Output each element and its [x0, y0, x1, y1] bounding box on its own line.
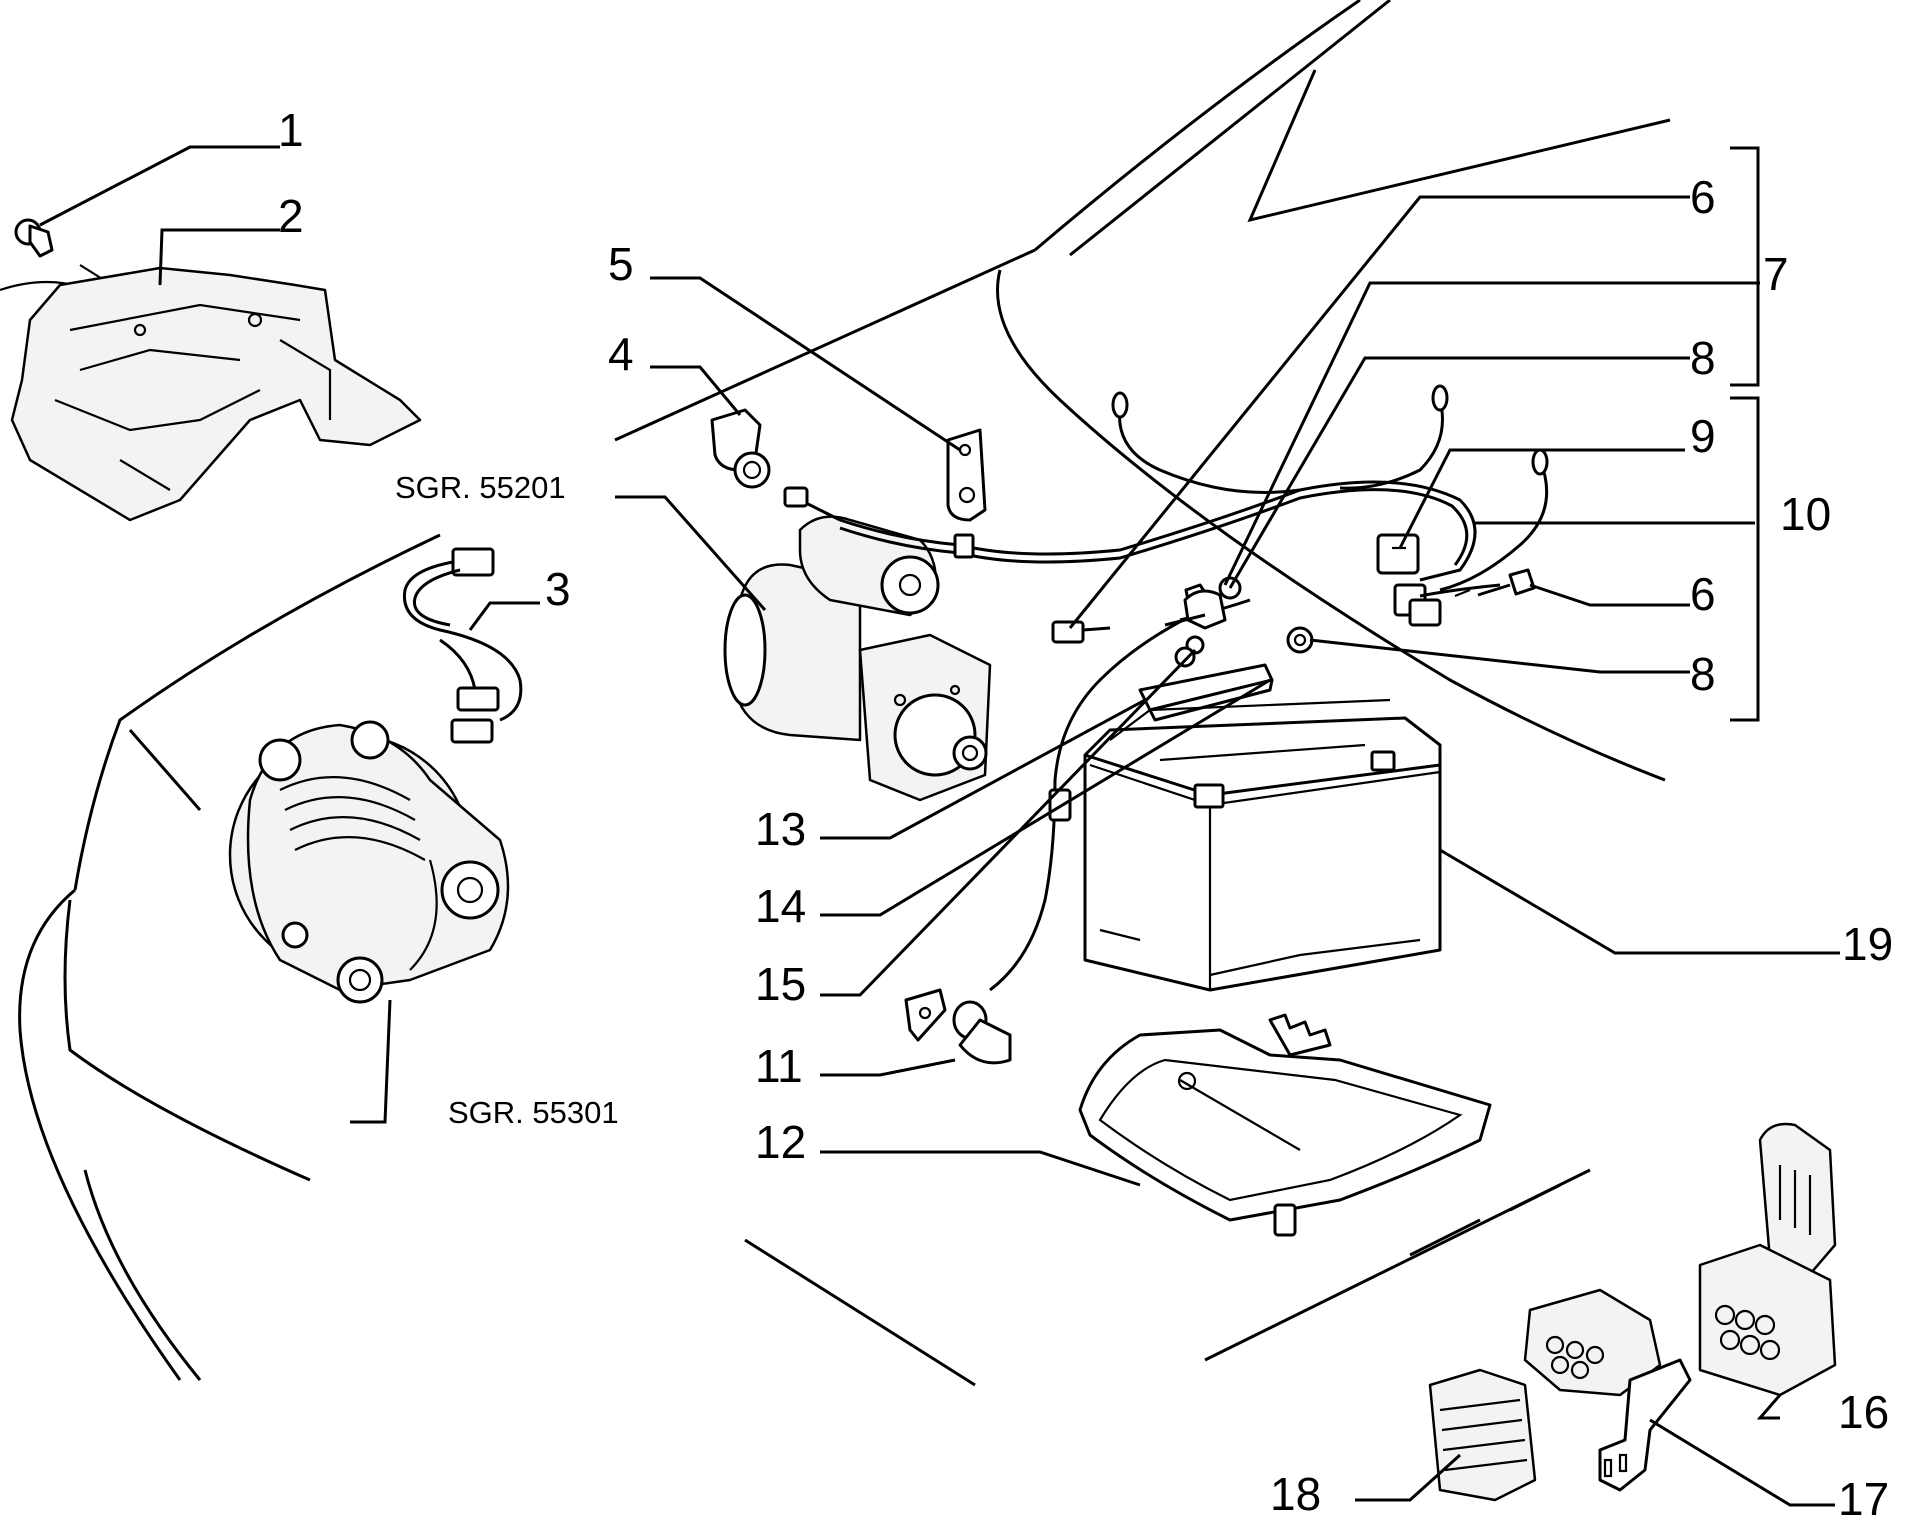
strap-part-5: [946, 428, 987, 522]
terminal-cap-part-11: [952, 1000, 1012, 1065]
starter-motor: [723, 486, 992, 802]
callout-5: 5: [608, 238, 634, 290]
callout-17: 17: [1838, 1473, 1889, 1520]
callout-14: 14: [755, 880, 806, 932]
battery: [1083, 698, 1442, 992]
nut-part-8: [1286, 626, 1314, 654]
callout-6-upper: 6: [1690, 171, 1716, 223]
callout-18: 18: [1270, 1468, 1321, 1520]
cable-harness: [839, 384, 1549, 1042]
callout-12: 12: [755, 1116, 806, 1168]
clip-part-1: [14, 218, 54, 258]
callout-6-lower: 6: [1690, 568, 1716, 620]
bracket-part-4: [710, 408, 771, 489]
callout-8-lower: 8: [1690, 648, 1716, 700]
bolt-part-6: [1454, 568, 1536, 598]
cover-part-18: [1428, 1368, 1537, 1502]
clamp-terminal-part-7: [1164, 576, 1242, 655]
callout-3: 3: [545, 563, 571, 615]
battery-clamp-bar: [1138, 646, 1274, 722]
cover-panel-part-2: [10, 266, 422, 522]
alternator-reference: SGR. 55301: [448, 1095, 619, 1130]
vehicle-body-outline: [0, 0, 1671, 1387]
callout-1: 1: [278, 104, 304, 156]
fuse-holder-part-17: [1523, 1288, 1692, 1492]
callout-19: 19: [1842, 918, 1893, 970]
callout-11: 11: [755, 1040, 803, 1092]
callout-13: 13: [755, 803, 806, 855]
harness-part-3: [402, 547, 523, 744]
callout-labels: 1 2 3 4 5 6 7 8 9 10 6 8 13 14 15 19 11 …: [278, 104, 1893, 1520]
starter-reference: SGR. 55201: [395, 470, 566, 505]
callout-9: 9: [1690, 410, 1716, 462]
leader-lines: [39, 145, 1840, 1507]
callout-7: 7: [1763, 248, 1789, 300]
callout-10: 10: [1780, 488, 1831, 540]
callout-16: 16: [1838, 1386, 1889, 1438]
callout-8-upper: 8: [1690, 332, 1716, 384]
callout-4: 4: [608, 328, 634, 380]
alternator: [228, 720, 510, 1004]
fuse-box-part-16: [1698, 1122, 1837, 1397]
connector-part-6: [1051, 620, 1111, 644]
callout-15: 15: [755, 958, 806, 1010]
battery-tray-part-12: [1078, 1013, 1492, 1237]
callout-2: 2: [278, 190, 304, 242]
